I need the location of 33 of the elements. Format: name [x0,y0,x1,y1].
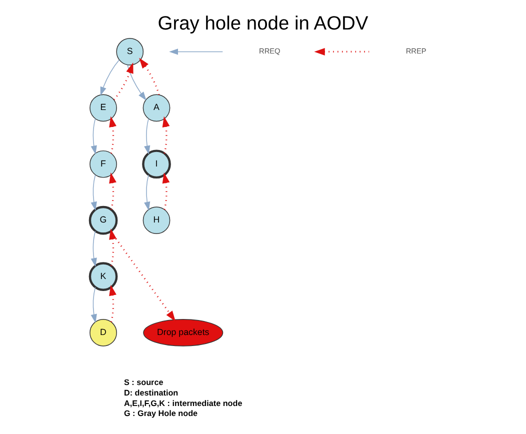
node-circle: G [88,206,118,235]
arrow [90,118,97,154]
label: D: destination [124,388,178,398]
label: A,E,I,F,G,K : intermediate node [124,398,242,408]
node-circle: D [90,319,117,346]
arrow [90,230,97,267]
node-circle: F [90,150,117,178]
node-circle: S [116,38,144,66]
node-ellipse: Drop packets [143,319,224,346]
arrow [144,174,150,211]
arrow [162,172,170,210]
arrow [109,284,116,322]
legend-label: RREP [406,46,426,56]
arrow [109,228,116,266]
node-circle: H [142,206,170,234]
arrow [113,62,134,100]
node-circle: A [142,94,170,122]
diagram-title: Gray hole node in AODV [158,13,368,34]
arrow [144,118,150,154]
arrow [127,64,146,101]
node-circle: K [88,262,118,291]
arrow [90,286,97,324]
arrow [109,116,116,154]
legend-label: RREQ [259,46,280,56]
label: G : Gray Hole node [124,409,198,418]
arrow [109,172,116,210]
node-circle: E [90,94,117,122]
arrow [139,58,160,95]
label: S : source [124,378,164,388]
arrow [100,59,120,96]
node-circle: I [142,150,171,179]
arrow [162,116,170,154]
arrow [90,174,97,211]
